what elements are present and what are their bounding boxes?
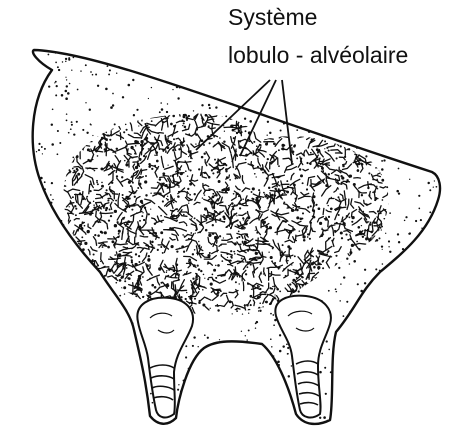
left-nipple bbox=[137, 298, 193, 418]
lobulo-alveolar-tissue bbox=[47, 98, 404, 331]
label-line-2: lobulo - alvéolaire bbox=[228, 44, 408, 67]
stroma-stipple bbox=[19, 45, 445, 426]
right-nipple bbox=[275, 296, 330, 418]
label-line-1: Système bbox=[228, 6, 317, 29]
leader-lines bbox=[196, 80, 292, 164]
